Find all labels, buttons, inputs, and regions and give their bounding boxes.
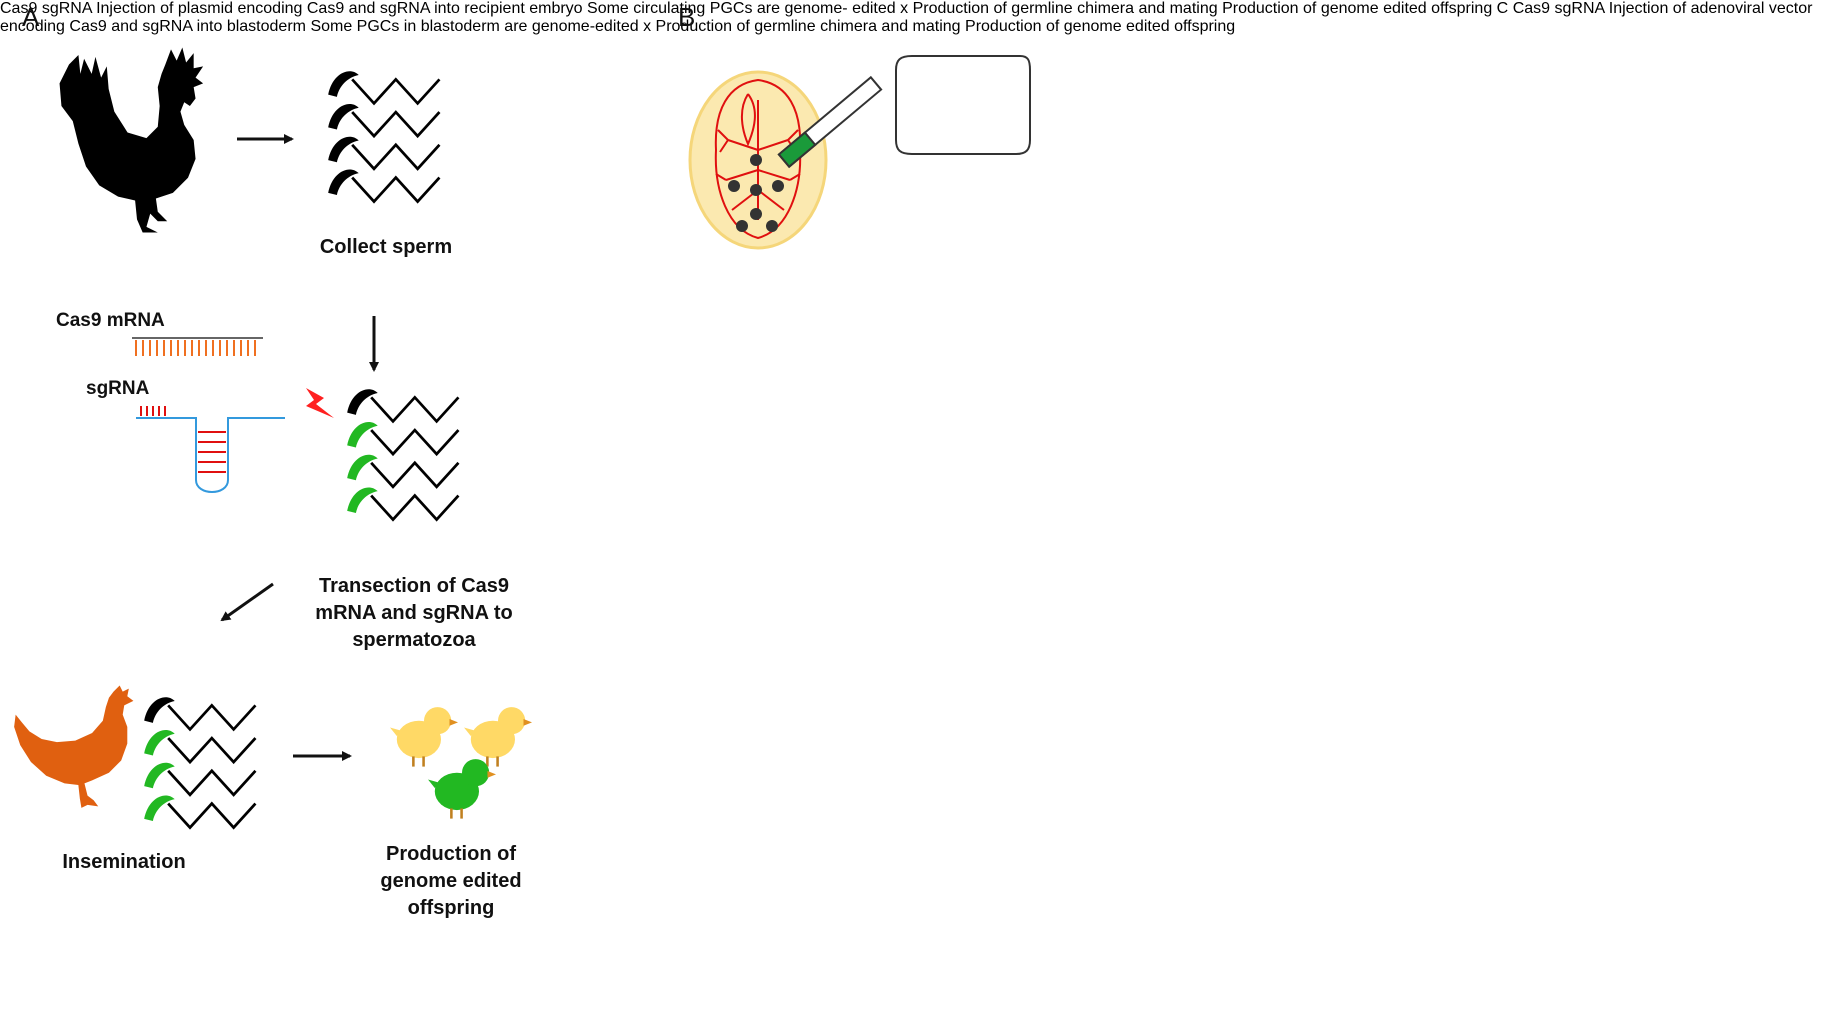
rooster-chimera-c-icon: x Production of germline chimera and mat… — [643, 18, 1235, 35]
injection-label-c: Injection of adenoviral vector encoding … — [0, 0, 1813, 35]
panel-c-letter: C — [1496, 0, 1509, 17]
offspring-label-c: Production of genome edited offspring — [965, 18, 1236, 35]
sgrna-box-c-label: sgRNA — [1554, 0, 1605, 17]
svg-text:mRNA and sgRNA to: mRNA and sgRNA to — [315, 602, 512, 624]
arrow-to-insemination — [220, 582, 274, 622]
electroporation-bolt-icon — [306, 388, 334, 418]
injection-needle-c-icon: Cas9 sgRNA Injection of adenoviral vecto… — [0, 0, 1812, 35]
collect-sperm-label: Collect sperm — [320, 236, 452, 258]
embryo-edited-icon: Some circulating PGCs are genome- edited… — [0, 0, 1812, 35]
cas9-box-c: Cas9 sgRNA Injection of adenoviral vecto… — [0, 0, 1812, 35]
sperm-icon — [326, 69, 441, 203]
chick-yellow-icon — [390, 707, 458, 767]
pgcs-label-c: Some PGCs in blastoderm are genome-edite… — [310, 18, 639, 35]
chicks-group-a — [390, 707, 532, 819]
sgrna-box-b: sgRNA Injection of plasmid encoding Cas9… — [0, 0, 1812, 35]
rooster-chimera-icon: x Production of germline chimera and mat… — [0, 0, 1812, 35]
arrow-injection-down-b: Some circulating PGCs are genome- edited… — [0, 0, 1812, 35]
sperm-insemination-icon — [142, 695, 257, 829]
cross-symbol-b: x — [900, 0, 909, 17]
chick-yellow-icon — [464, 707, 532, 767]
arrow-to-chimera-c: x Production of germline chimera and mat… — [643, 18, 1235, 35]
svg-text:offspring: offspring — [408, 897, 495, 919]
sgrna-icon — [136, 406, 285, 493]
cross-symbol-c: x — [643, 18, 652, 35]
pgcs-label-b: Some circulating PGCs are genome- edited — [587, 0, 896, 17]
cas9-mrna-label: Cas9 mRNA — [56, 310, 165, 331]
cas9-mrna-icon — [132, 337, 263, 356]
chimera-label-c: Production of germline chimera and matin… — [655, 18, 961, 35]
insemination-label: Insemination — [62, 851, 185, 873]
transection-label: Transection of Cas9 mRNA and sgRNA to sp… — [315, 575, 512, 651]
arrow-to-chimera-b: x Production of germline chimera and mat… — [0, 0, 1812, 35]
panel-b-letter: B — [678, 2, 695, 32]
hen-mating-icon: Production of germline chimera and matin… — [0, 0, 1812, 35]
offspring-label-a: Production of genome edited offspring — [380, 843, 521, 919]
arrow-injection-down-c: Some PGCs in blastoderm are genome-edite… — [310, 18, 1235, 35]
panel-a-letter: A — [22, 2, 40, 32]
rooster-icon — [59, 47, 204, 233]
cas9-box-b-label: Cas9 — [0, 0, 38, 17]
sgrna-box-b-label: sgRNA — [41, 0, 92, 17]
svg-text:Production of: Production of — [386, 843, 516, 865]
cas9-box-c-label: Cas9 — [1512, 0, 1551, 17]
cas9-box-b: Cas9 sgRNA Injection of plasmid encoding… — [0, 0, 1812, 35]
svg-text:genome edited: genome edited — [380, 870, 521, 892]
injection-label-b: Injection of plasmid encoding Cas9 and s… — [96, 0, 583, 17]
hen-mating-c-icon: Production of germline chimera and matin… — [656, 18, 1236, 35]
sgrna-box-c: sgRNA Injection of adenoviral vector enc… — [0, 0, 1812, 35]
sgrna-label: sgRNA — [86, 378, 150, 399]
hen-icon — [14, 685, 134, 808]
arrow-chimera-down-b: Production of genome edited offspring C — [0, 0, 1812, 35]
svg-text:spermatozoa: spermatozoa — [352, 629, 476, 651]
chick-green-icon — [428, 759, 496, 819]
chimera-label-b: Production of germline chimera and matin… — [912, 0, 1218, 17]
sperm-edited-icon — [345, 387, 460, 521]
svg-text:Transection of Cas9: Transection of Cas9 — [319, 575, 509, 597]
plasmid-icon — [895, 55, 1031, 155]
embryo-pgc-dots — [728, 154, 784, 232]
offspring-label-b: Production of genome edited offspring — [1222, 0, 1493, 17]
arrow-chimera-down-c: Production of genome edited offspring co… — [965, 18, 1235, 35]
